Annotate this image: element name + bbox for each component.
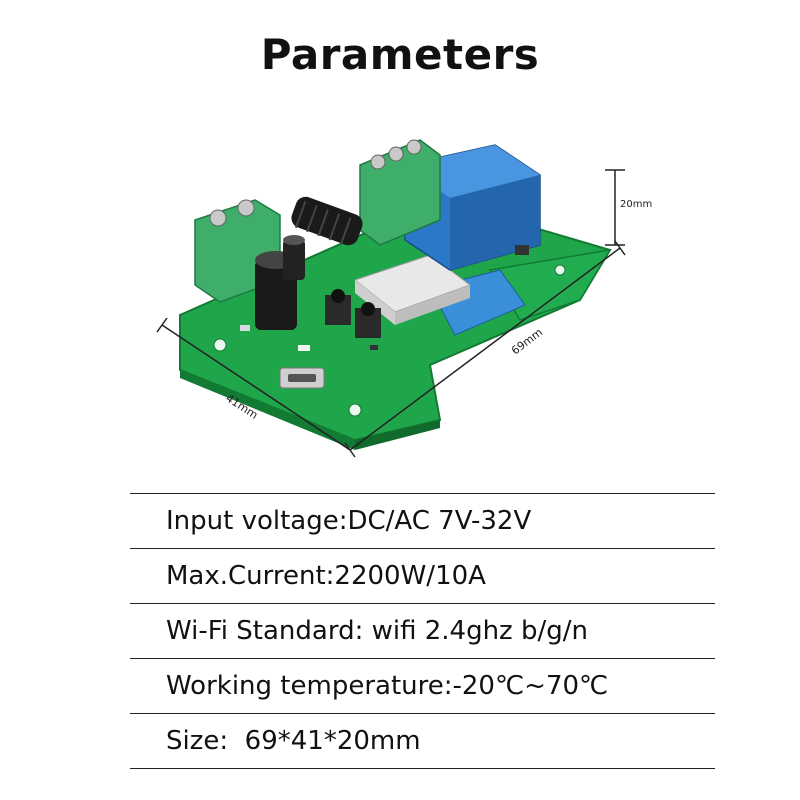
param-row-size: Size: 69*41*20mm [130, 713, 715, 769]
height-dimension-label: 20mm [620, 199, 652, 210]
param-input-voltage: Input voltage:DC/AC 7V-32V [166, 506, 532, 536]
param-row-wifi-standard: Wi-Fi Standard: wifi 2.4ghz b/g/n [130, 603, 715, 658]
param-working-temperature: Working temperature:-20℃~70℃ [166, 671, 609, 701]
param-max-current: Max.Current:2200W/10A [166, 561, 486, 591]
param-row-working-temperature: Working temperature:-20℃~70℃ [130, 658, 715, 713]
antenna-coil [291, 196, 363, 246]
parameters-table: Input voltage:DC/AC 7V-32V Max.Current:2… [130, 493, 715, 769]
page-title: Parameters [260, 30, 540, 79]
height-dimension: 20mm [605, 169, 652, 246]
relay-board-image: 20mm 69mm 41mm [156, 139, 652, 458]
param-size: Size: 69*41*20mm [166, 726, 421, 756]
push-buttons [325, 289, 381, 338]
length-dimension-label: 69mm [509, 326, 545, 358]
param-wifi-standard: Wi-Fi Standard: wifi 2.4ghz b/g/n [166, 616, 588, 646]
param-row-input-voltage: Input voltage:DC/AC 7V-32V [130, 493, 715, 548]
param-row-max-current: Max.Current:2200W/10A [130, 548, 715, 603]
micro-usb-port [279, 367, 325, 389]
